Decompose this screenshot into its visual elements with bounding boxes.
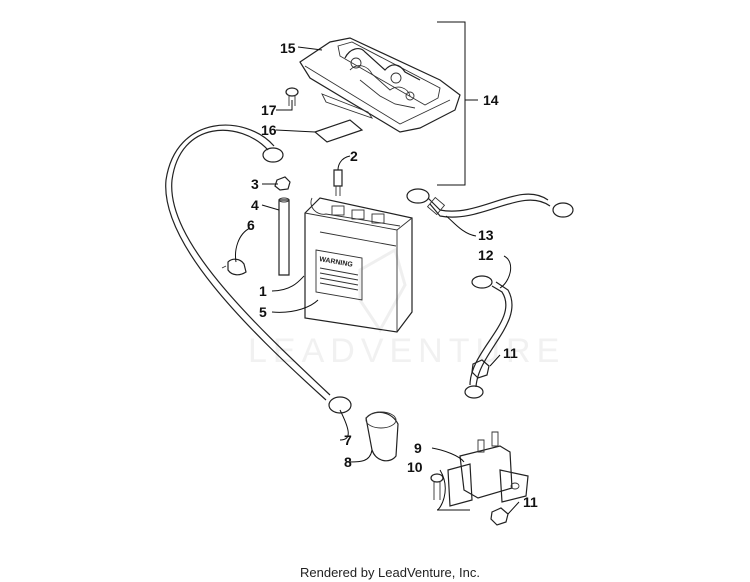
callout-7: 7 [344, 432, 352, 448]
nut-part-11-lower [490, 507, 509, 526]
vent-tube-part-4 [278, 197, 290, 276]
callout-5: 5 [259, 304, 267, 320]
screw-part-10 [430, 473, 444, 500]
callout-16: 16 [261, 122, 277, 138]
pad-part-16 [313, 119, 364, 143]
callout-6: 6 [247, 217, 255, 233]
callout-1: 1 [259, 283, 267, 299]
clamp-part-6 [221, 258, 247, 276]
warning-label-part-5: WARNING [315, 249, 363, 301]
leader-lines [261, 46, 520, 515]
group-bracket-14 [437, 21, 466, 186]
callout-4: 4 [251, 197, 259, 213]
boot-part-8 [365, 411, 399, 462]
callout-8: 8 [344, 454, 352, 470]
vent-fitting-part-2 [333, 169, 343, 196]
nut-part-3 [274, 176, 291, 191]
callout-11-upper: 11 [503, 345, 518, 361]
watermark-text: LEADVENTURE [248, 332, 565, 370]
solenoid-part-9 [447, 431, 529, 507]
screw-part-17 [285, 87, 299, 106]
callout-2: 2 [350, 148, 358, 164]
callout-13: 13 [478, 227, 494, 243]
battery-hold-down-bracket [299, 37, 461, 133]
watermark-logo: LEADVENTURE [248, 247, 565, 370]
callout-14: 14 [483, 92, 499, 108]
nut-part-11-upper [471, 359, 490, 379]
callout-labels: 15 14 17 16 2 3 4 6 1 5 13 12 11 7 8 9 1… [247, 40, 538, 510]
callout-15: 15 [280, 40, 296, 56]
cable-part-13 [406, 188, 574, 218]
battery-cable-part-7 [165, 124, 352, 414]
callout-12: 12 [478, 247, 494, 263]
footer-credit: Rendered by LeadVenture, Inc. [300, 565, 480, 580]
callout-11-lower: 11 [523, 494, 538, 510]
callout-3: 3 [251, 176, 259, 192]
battery-warning-text: WARNING [319, 256, 354, 269]
callout-17: 17 [261, 102, 277, 118]
callout-10: 10 [407, 459, 423, 475]
battery-part-1 [304, 197, 413, 333]
callout-9: 9 [414, 440, 422, 456]
